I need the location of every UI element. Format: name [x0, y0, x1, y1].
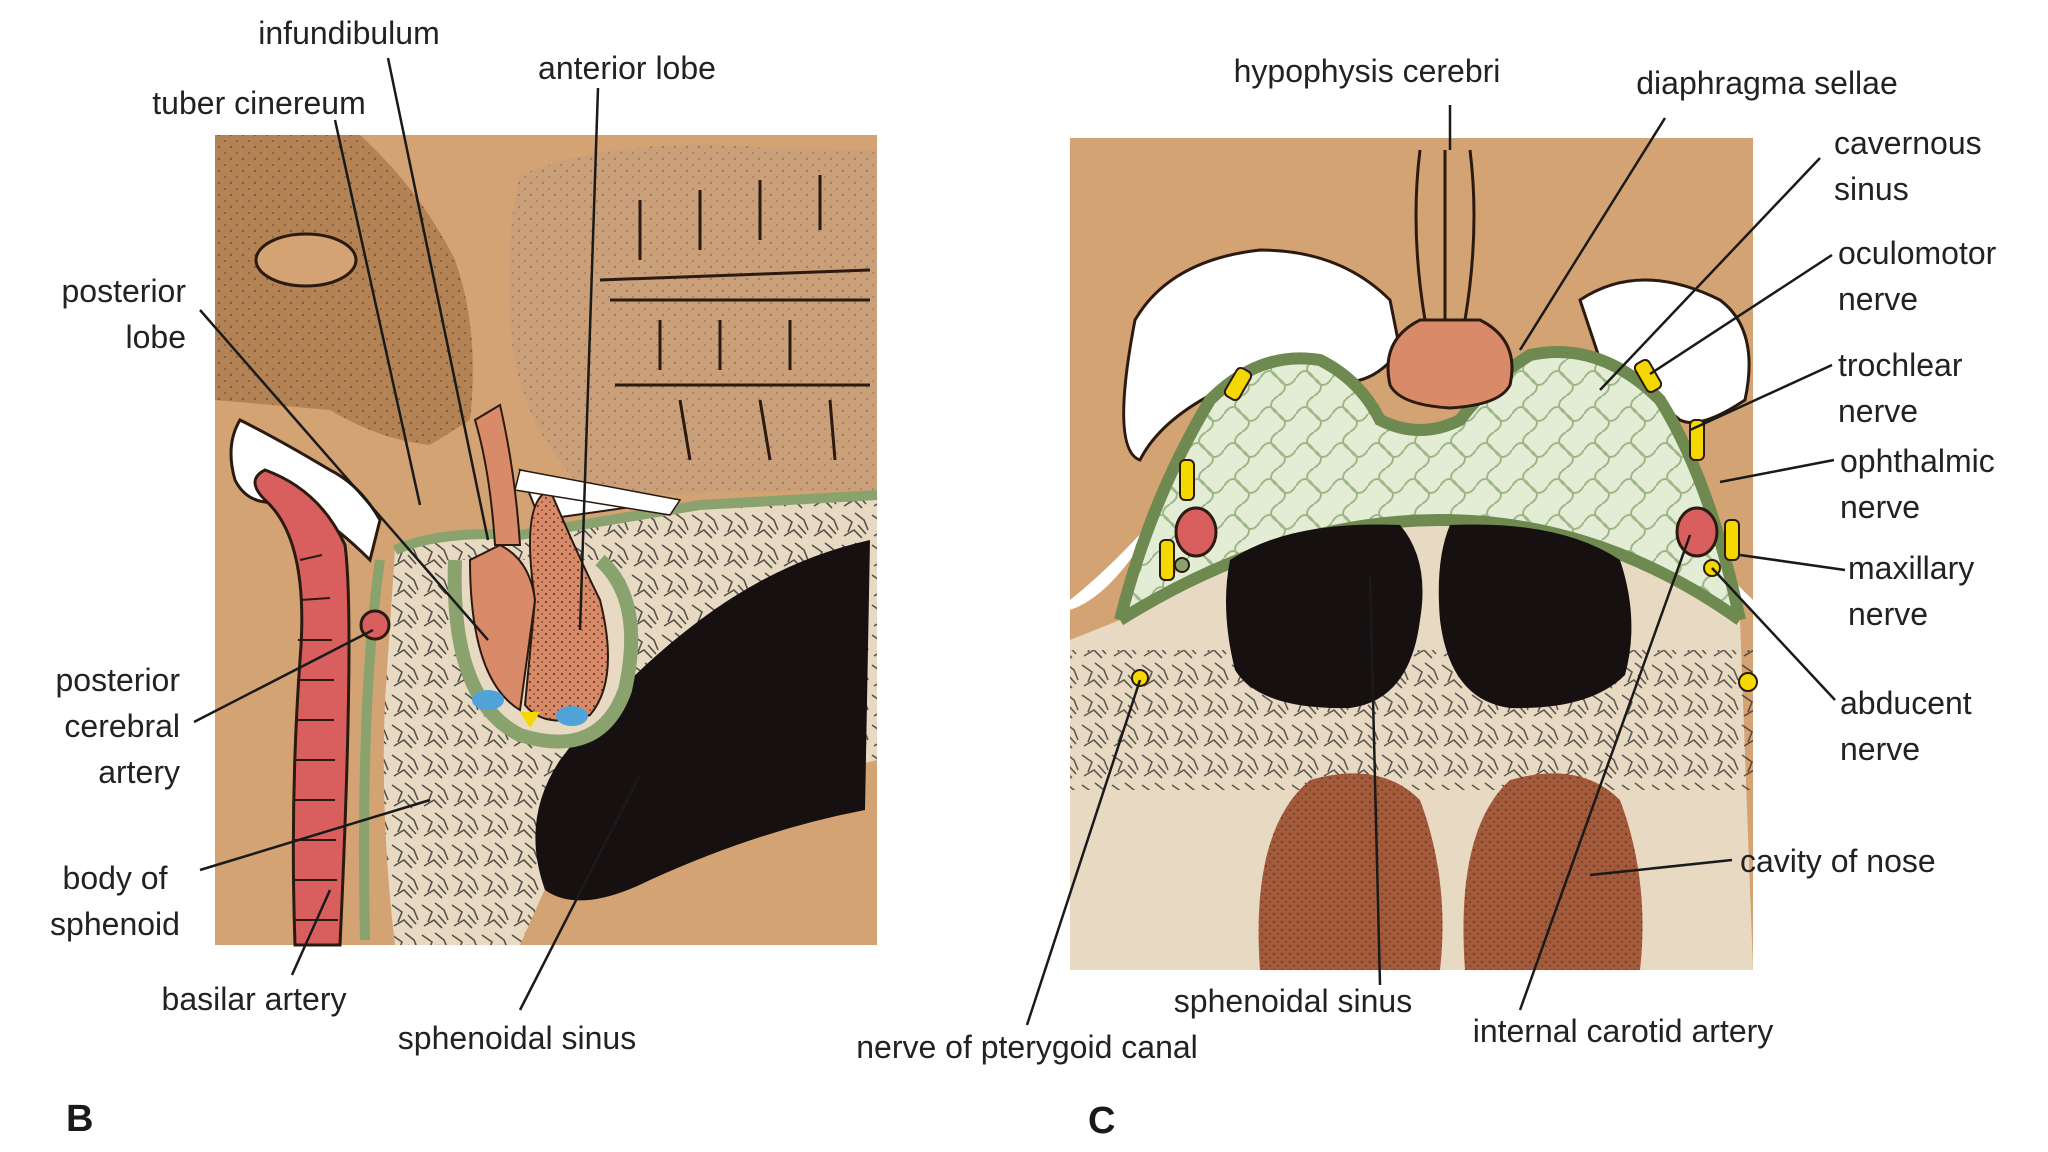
label-posterior-lobe: posterior lobe — [61, 273, 187, 355]
label-maxillary-nerve: maxillary nerve — [1848, 550, 1975, 632]
label-basilar-artery: basilar artery — [161, 981, 347, 1017]
panel-letter-b: B — [66, 1098, 94, 1140]
label-tuber-cinereum: tuber cinereum — [152, 85, 366, 121]
label-cavernous-sinus: cavernous sinus — [1834, 125, 1982, 207]
label-trochlear-nerve: trochlear nerve — [1838, 347, 1963, 429]
label-nerve-of-pterygoid-canal: nerve of pterygoid canal — [856, 1029, 1198, 1065]
label-sphenoidal-sinus-b: sphenoidal sinus — [397, 1020, 637, 1056]
label-oculomotor-nerve: oculomotor nerve — [1838, 235, 1997, 317]
panel-c-illustration — [1070, 138, 1758, 970]
panel-letter-c: C — [1088, 1100, 1116, 1142]
label-diaphragma-sellae: diaphragma sellae — [1636, 65, 1898, 101]
label-cavity-of-nose: cavity of nose — [1740, 843, 1936, 879]
leader-lines — [193, 57, 1846, 1026]
label-body-of-sphenoid: body of sphenoid — [50, 860, 180, 942]
label-anterior-lobe: anterior lobe — [538, 50, 716, 86]
label-abducent-nerve: abducent nerve — [1840, 685, 1972, 767]
label-hypophysis-cerebri: hypophysis cerebri — [1233, 53, 1501, 89]
label-ophthalmic-nerve: ophthalmic nerve — [1840, 443, 1995, 525]
label-sphenoidal-sinus-c: sphenoidal sinus — [1173, 983, 1413, 1019]
label-internal-carotid-artery: internal carotid artery — [1472, 1013, 1774, 1049]
label-posterior-cerebral-artery: posterior cerebral artery — [55, 662, 181, 790]
panel-b-illustration — [215, 135, 878, 947]
label-infundibulum: infundibulum — [258, 15, 440, 51]
